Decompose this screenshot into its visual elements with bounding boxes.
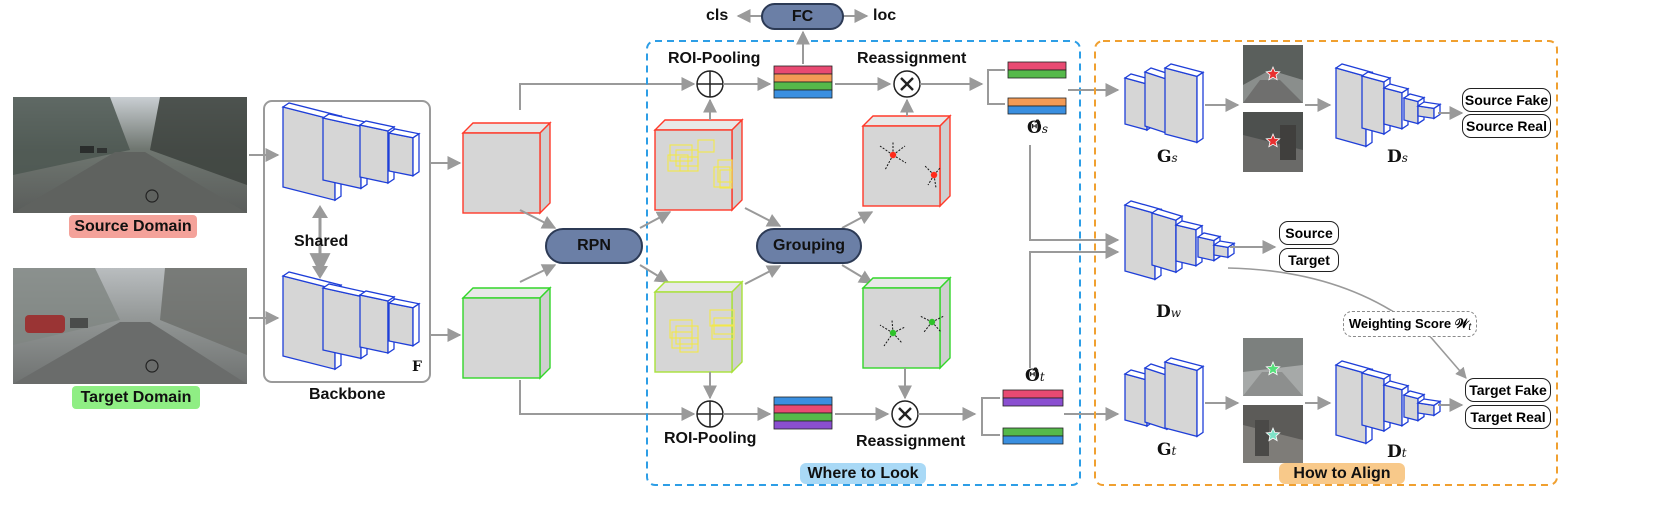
layer-slab <box>1383 87 1403 130</box>
layer-slab <box>1124 373 1148 427</box>
layer-slab <box>1175 224 1197 267</box>
how-to-align-frame <box>1094 40 1558 486</box>
backbone-layers-target <box>281 271 421 371</box>
reassignment-top-label: Reassignment <box>857 50 967 67</box>
target-real-box: Target Real <box>1465 405 1551 429</box>
theta-source-bars <box>1007 61 1067 115</box>
shared-label: Shared <box>294 233 349 250</box>
layer-slab <box>1124 77 1148 131</box>
layer-slab-side <box>412 302 420 348</box>
target-feature-map <box>461 286 552 380</box>
target-fake-box: Target Fake <box>1465 378 1551 402</box>
layer-slab-side <box>1196 365 1204 438</box>
roi-features-top <box>773 65 833 99</box>
reassignment-bottom-x-icon <box>891 400 919 428</box>
target-domain-label: Target Domain <box>72 386 200 409</box>
theta-target-label: Θ̂t <box>1025 366 1045 386</box>
source-feature-map <box>461 121 552 215</box>
loc-output-label: loc <box>873 7 897 24</box>
target-proposal-map <box>653 280 744 374</box>
roi-features-bottom <box>773 396 833 430</box>
source-fake-box: Source Fake <box>1462 88 1551 112</box>
dt-label: Dt <box>1387 442 1407 462</box>
layer-slab <box>322 287 362 360</box>
layer-slab <box>1361 372 1385 432</box>
source-real-box: Source Real <box>1462 114 1551 138</box>
dw-label: Dw <box>1156 302 1182 322</box>
backbone-layers-source <box>281 102 421 202</box>
layer-slab <box>388 302 414 347</box>
backbone-frame <box>263 100 431 383</box>
discriminator-source-layers <box>1334 63 1442 148</box>
layer-slab <box>1383 384 1403 427</box>
fc-block: FC <box>761 3 844 30</box>
layer-slab <box>359 124 389 184</box>
how-to-align-label: How to Align <box>1279 463 1405 484</box>
generator-source-layers <box>1123 63 1205 144</box>
star-icons <box>1265 65 1281 442</box>
layer-slab <box>1144 71 1168 135</box>
ds-label: Ds <box>1387 147 1408 167</box>
layer-slab-side <box>1196 71 1204 144</box>
layer-slab-side <box>1433 103 1441 120</box>
layer-slab <box>1151 212 1177 274</box>
source-proposal-map <box>653 118 744 212</box>
source-domain-label: Source Domain <box>69 215 197 238</box>
gt-label: Gt <box>1157 440 1177 460</box>
layer-slab <box>1164 67 1198 144</box>
reassignment-top-x-icon <box>893 70 921 98</box>
where-to-look-frame <box>646 40 1081 486</box>
source-domain-image <box>13 97 247 213</box>
target-grouped-map <box>861 276 952 370</box>
layer-slab <box>1403 394 1419 422</box>
layer-slab <box>1144 367 1168 431</box>
target-output-box: Target <box>1279 248 1339 272</box>
theta-source-label: Θ̂s <box>1027 118 1048 138</box>
reassignment-bottom-label: Reassignment <box>856 433 966 450</box>
star-icon <box>1265 360 1281 376</box>
roi-pooling-top-label: ROI-Pooling <box>668 50 761 67</box>
gs-label: Gs <box>1157 147 1178 167</box>
target-domain-image <box>13 268 247 384</box>
theta-target-bars <box>1002 389 1064 445</box>
source-output-box: Source <box>1279 221 1339 245</box>
roi-pooling-top-plus-icon <box>696 70 724 98</box>
where-to-look-label: Where to Look <box>800 463 926 484</box>
rpn-block: RPN <box>545 228 643 264</box>
layer-slab <box>1403 97 1419 125</box>
layer-slab <box>322 117 362 190</box>
source-grouped-map <box>861 114 952 208</box>
feature-symbol: F <box>412 359 422 375</box>
backbone-title: Backbone <box>309 386 386 403</box>
layer-slab <box>388 132 414 177</box>
star-icon <box>1265 132 1281 148</box>
discriminator-weight-layers <box>1123 200 1236 281</box>
roi-pooling-bottom-label: ROI-Pooling <box>664 430 757 447</box>
grouping-block: Grouping <box>756 228 862 264</box>
cls-output-label: cls <box>706 7 729 24</box>
star-icon <box>1265 426 1281 442</box>
layer-slab <box>1361 75 1385 135</box>
discriminator-target-layers <box>1334 360 1442 445</box>
roi-pooling-bottom-plus-icon <box>696 400 724 428</box>
layer-slab <box>359 294 389 354</box>
layer-slab <box>1164 361 1198 438</box>
layer-slab-side <box>412 132 420 178</box>
star-icon <box>1265 65 1281 81</box>
generator-target-layers <box>1123 357 1205 438</box>
layer-slab <box>1124 204 1156 281</box>
